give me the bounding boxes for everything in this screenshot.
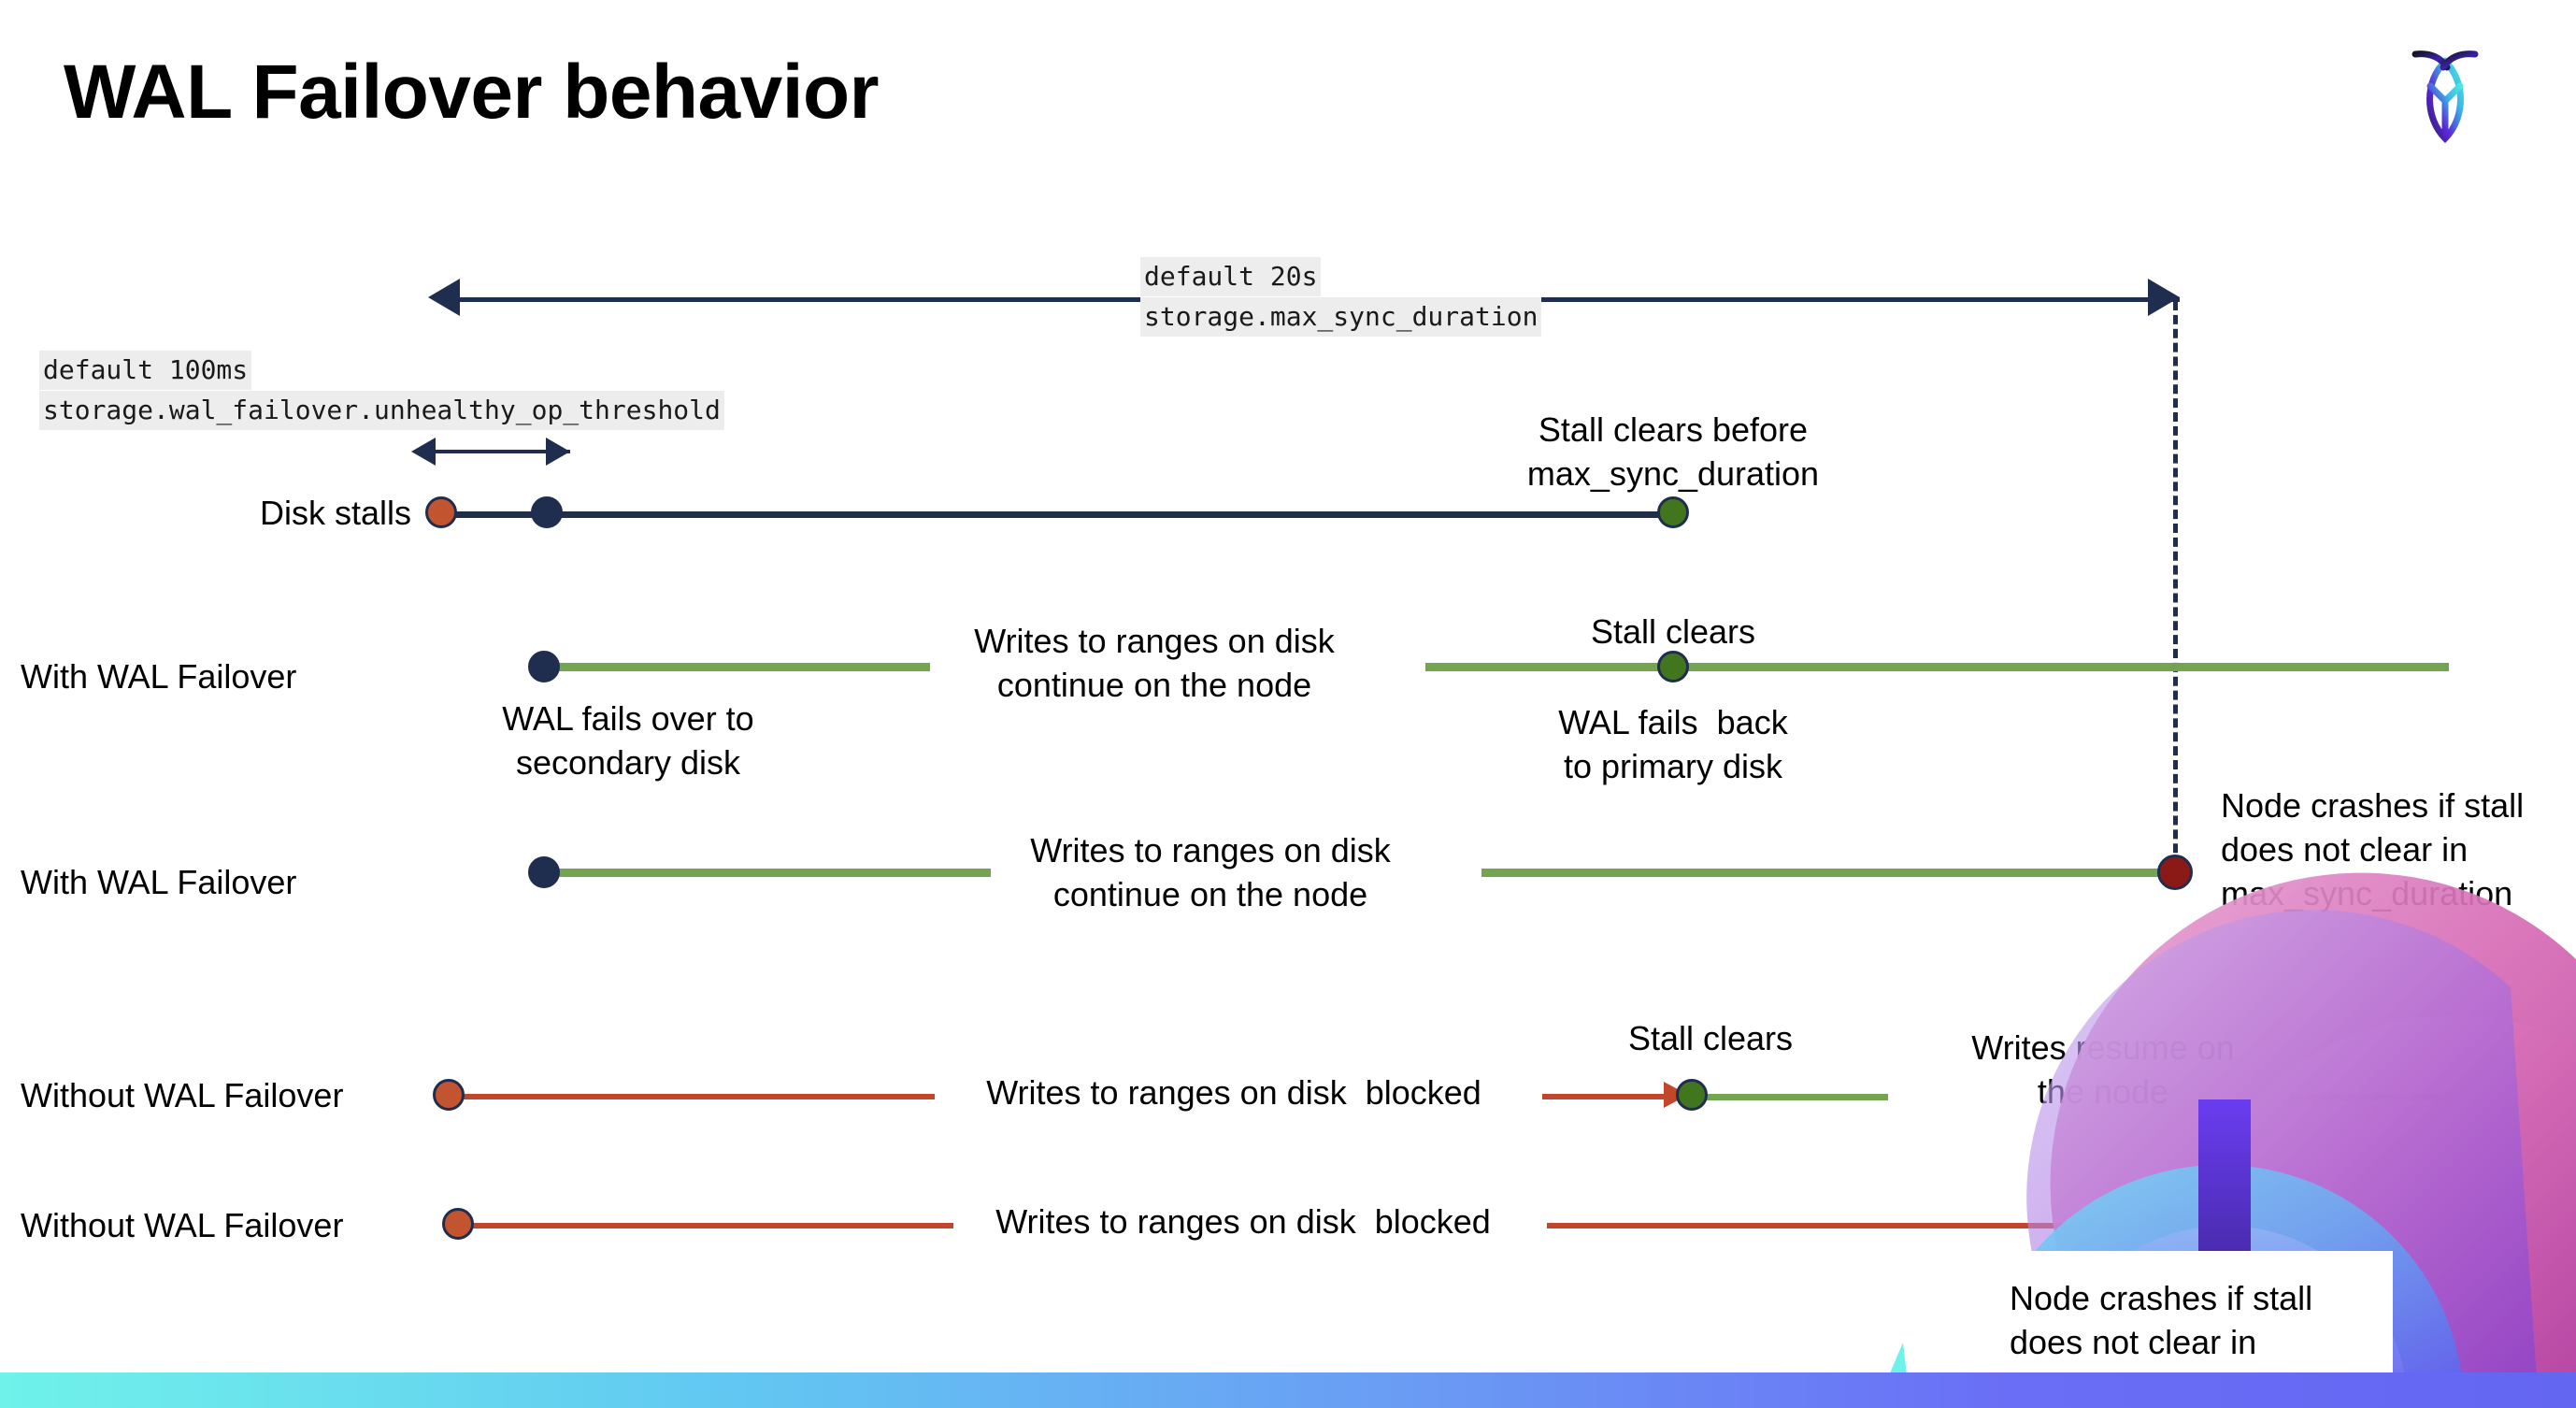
without-wal-failover-1-resume-line-2 [2290,1094,2449,1100]
callout-writes-blocked-2: Writes to ranges on disk blocked [995,1202,1491,1241]
callout-stall-clears-row4: Stall clears [1627,1019,1794,1057]
callout-wal-fails-over-line1: WAL fails over to [502,699,754,738]
callout-node-crashes-4-line1: Node crashes if stall [2010,1279,2313,1317]
callout-wal-fails-over-line2: secondary disk [515,743,741,782]
callout-writes-blocked-1: Writes to ranges on disk blocked [986,1073,1481,1112]
row-label-disk-stalls: Disk stalls [259,494,411,532]
disk-stall-start-dot [425,496,457,528]
without-wal-failover-1-resume-line [1701,1094,1888,1100]
callout-node-crashes-2-line1: Node crashes if stall [2221,786,2525,825]
bottom-gradient-bar [0,1372,2576,1408]
disk-stall-clear-dot [1657,496,1689,528]
with-wal-failover-2-crash-dot [2157,855,2193,890]
callout-writes-resume-line2: the node [2037,1072,2169,1111]
unhealthy-threshold-span-line [430,450,570,453]
without-wal-failover-1-blocked-line-2 [1542,1094,1673,1099]
without-wal-failover-1-start-dot [433,1079,465,1111]
max-sync-duration-dashed-connector [2173,301,2178,881]
callout-node-crashes-2-line2: does not clear in [2221,830,2469,869]
unhealthy-span-right-arrowhead [546,438,570,466]
unhealthy-span-left-arrowhead [411,438,436,466]
with-wal-failover-1-clear-dot [1657,651,1689,682]
callout-writes-continue-2-line2: continue on the node [1052,875,1368,913]
without-wal-failover-2-crash-dot [2154,1206,2190,1242]
row-label-with-wal-failover-2: With WAL Failover [21,863,297,901]
row-label-with-wal-failover-1: With WAL Failover [21,657,297,696]
callout-writes-continue-1-line1: Writes to ranges on disk [974,622,1335,660]
unhealthy-setting-chip: storage.wal_failover.unhealthy_op_thresh… [39,391,724,430]
callout-node-crashes-4-line2: does not clear in [2010,1323,2257,1361]
disk-stalls-timeline [439,511,1673,518]
callout-writes-continue-1-line2: continue on the node [996,666,1312,704]
with-wal-failover-2-segment-a [542,869,991,877]
with-wal-failover-1-start-dot [528,651,560,682]
with-wal-failover-2-start-dot [528,856,560,888]
page-title: WAL Failover behavior [64,50,880,135]
cockroachdb-logo-icon [2389,28,2501,150]
callout-wal-fails-back-line1: WAL fails back [1558,703,1788,741]
unhealthy-default-chip: default 100ms [39,351,252,390]
max-sync-setting-chip: storage.max_sync_duration [1140,297,1542,337]
max-sync-span-left-arrowhead [428,279,460,316]
without-wal-failover-1-blocked-line [449,1094,935,1099]
with-wal-failover-1-segment-b [1425,663,2449,671]
with-wal-failover-2-segment-b [1481,869,2178,877]
with-wal-failover-1-segment-a [542,663,930,671]
callout-wal-fails-back-line2: to primary disk [1563,747,1783,785]
callout-stall-clears-before-line1: Stall clears before [1538,410,1809,449]
disk-stall-failover-dot [531,496,563,528]
without-wal-failover-2-blocked-line [458,1223,953,1228]
row-label-without-wal-failover-2: Without WAL Failover [21,1206,344,1244]
without-wal-failover-1-clear-dot [1676,1079,1708,1111]
callout-stall-clears-before-line2: max_sync_duration [1526,454,1820,493]
without-wal-failover-2-blocked-line-2 [1547,1223,2154,1228]
callout-stall-clears-row2: Stall clears [1590,612,1756,651]
without-wal-failover-2-start-dot [442,1208,474,1240]
callout-writes-resume-line1: Writes resume on [1971,1028,2235,1067]
callout-node-crashes-2-line3: max_sync_duration [2221,874,2513,912]
row-label-without-wal-failover-1: Without WAL Failover [21,1076,344,1114]
max-sync-default-chip: default 20s [1140,257,1322,296]
callout-writes-continue-2-line1: Writes to ranges on disk [1030,831,1391,869]
